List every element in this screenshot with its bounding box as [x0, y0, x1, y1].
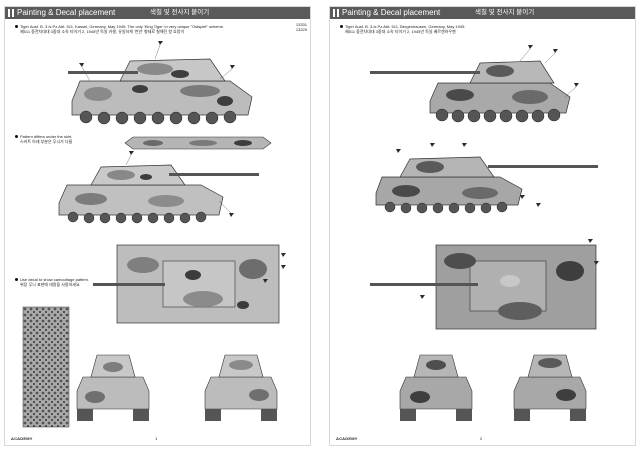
tank-hull	[68, 58, 253, 116]
bullet-icon	[15, 278, 18, 282]
page-number: 1	[155, 436, 158, 441]
callout-markers	[519, 45, 579, 98]
scheme-note-ko: 제511 중전차대대 3중대 소속 티이거 2, 1945년 독일 카셀, 유일…	[20, 29, 185, 34]
paint-codes: 13331 13229	[296, 22, 307, 32]
tank-side-view	[68, 41, 253, 125]
decal-note-en: Use decal to show camouflage pattern.	[20, 277, 90, 282]
bullet-icon	[15, 25, 18, 29]
callout-markers	[420, 239, 599, 299]
instruction-page-right: Painting & Decal placement 색칠 및 전사지 붙이기 …	[329, 6, 636, 446]
scheme-note: Tiger Ausf. B. 3./s.Pz.Abt. 511, Kassel,…	[15, 24, 224, 34]
paint-code: 13331	[295, 22, 307, 27]
header-korean-title: 색칠 및 전사지 붙이기	[150, 9, 210, 16]
tank-side-view-2	[375, 143, 598, 214]
decal-note-ko: 위장 무늬 표현에 데칼을 사용하세요	[20, 282, 80, 287]
skirt-note: Pattern differs under the skirt. 스커트 아래 …	[15, 134, 72, 144]
header-stripe	[337, 9, 339, 17]
tank-top-view	[93, 244, 286, 324]
camouflage-decal-sample	[22, 306, 70, 428]
header-stripe	[12, 9, 14, 17]
skirt-note-ko: 스커트 아래 부분은 무늬가 다름	[20, 139, 73, 144]
tank-gun	[370, 71, 480, 74]
tank-gun	[68, 71, 138, 74]
tank-side-view-2	[58, 151, 259, 224]
callout-markers	[79, 41, 235, 82]
header-korean-title: 색칠 및 전사지 붙이기	[475, 9, 535, 16]
brand-logo: ACADEMY	[336, 436, 358, 441]
bullet-icon	[340, 25, 343, 29]
tank-gun	[370, 283, 478, 286]
page-header: Painting & Decal placement 색칠 및 전사지 붙이기	[5, 7, 310, 19]
tank-front-view	[399, 354, 473, 421]
paint-code: 13229	[295, 27, 307, 32]
tank-gun	[93, 283, 165, 286]
decal-note: Use decal to show camouflage pattern. 위장…	[15, 277, 89, 287]
scheme-note: Tiger Ausf. B. 3./s.Pz.Abt. 511, Bergenh…	[340, 24, 465, 34]
page-number: 2	[480, 436, 483, 441]
header-title: Painting & Decal placement	[342, 8, 441, 17]
scheme-note-ko: 제511 중전차대대 3중대 소속 티이거 2, 1945년 독일 베르겐하우젠	[345, 29, 456, 34]
tank-side-view	[370, 45, 579, 123]
tank-wheels	[79, 110, 237, 125]
skirt-detail	[124, 136, 272, 150]
skirt-note-en: Pattern differs under the skirt.	[20, 134, 73, 139]
tank-rear-view	[204, 354, 278, 421]
scheme-note-en: Tiger Ausf. B. 3./s.Pz.Abt. 511, Bergenh…	[345, 24, 466, 29]
header-stripe	[8, 9, 10, 17]
tank-front-view	[76, 354, 150, 421]
header-stripe	[333, 9, 335, 17]
tank-rear-view	[513, 354, 587, 421]
header-title: Painting & Decal placement	[17, 8, 116, 17]
callout-markers	[396, 143, 541, 207]
tank-gun	[488, 165, 598, 168]
tank-gun	[169, 173, 259, 176]
scheme-note-en: Tiger Ausf. B. 3./s.Pz.Abt. 511, Kassel,…	[20, 24, 225, 29]
brand-logo: ACADEMY	[11, 436, 33, 441]
bullet-icon	[15, 135, 18, 139]
tank-top-view	[370, 239, 599, 330]
instruction-page-left: Painting & Decal placement 색칠 및 전사지 붙이기 …	[4, 6, 311, 446]
page-header: Painting & Decal placement 색칠 및 전사지 붙이기	[330, 7, 635, 19]
